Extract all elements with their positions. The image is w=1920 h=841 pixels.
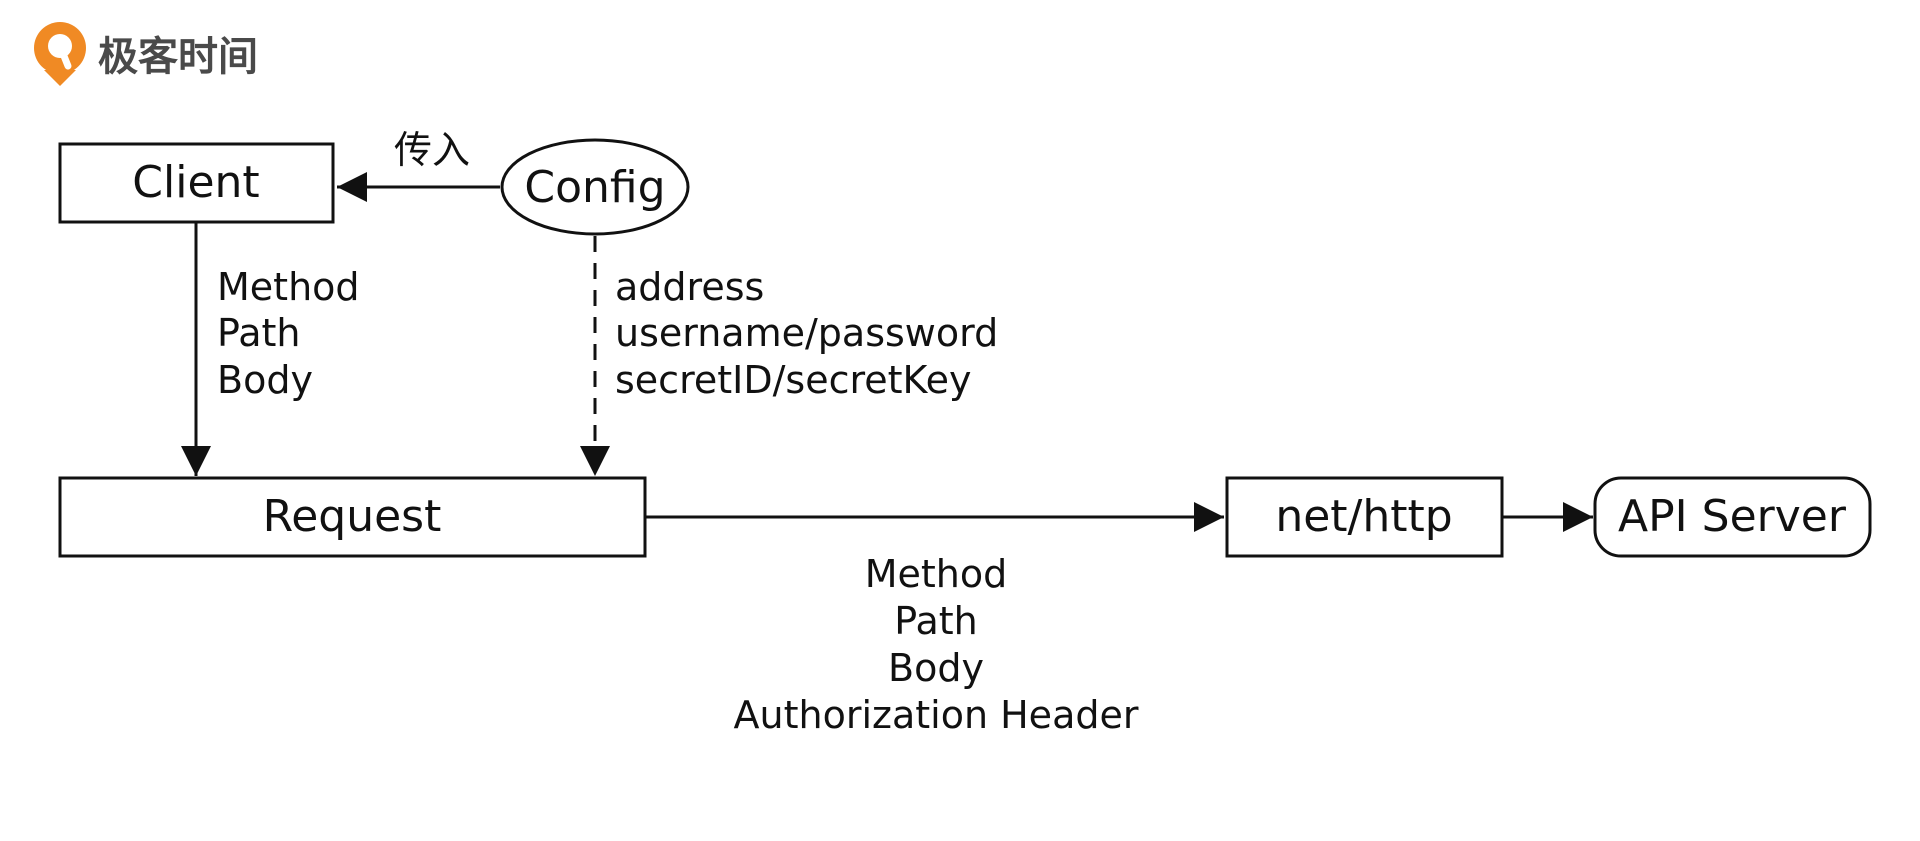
config-label: Config: [524, 162, 665, 213]
edge-label-address: address: [615, 265, 764, 309]
edge-label-body-2: Body: [888, 646, 984, 690]
client-node: Client: [58, 142, 335, 224]
edge-label-secretid-secretkey: secretID/secretKey: [615, 358, 971, 402]
edge-label-method: Method: [217, 265, 360, 309]
edge-label-username-password: username/password: [615, 311, 998, 355]
edge-label-body: Body: [217, 358, 313, 402]
edge-label-authorization-header: Authorization Header: [734, 693, 1139, 737]
request-label: Request: [263, 491, 442, 542]
brand-logo-icon: [34, 22, 86, 86]
edge-request-to-nethttp: Method Path Body Authorization Header: [645, 502, 1224, 737]
edge-label-path-2: Path: [894, 599, 977, 643]
api-server-node: API Server: [1593, 476, 1872, 558]
edge-config-to-client: 传入: [337, 128, 500, 202]
edge-client-to-request: Method Path Body: [181, 222, 360, 476]
nethttp-node: net/http: [1225, 476, 1504, 558]
config-node: Config: [500, 138, 690, 236]
api-server-label: API Server: [1618, 491, 1847, 542]
edge-label-pass-in: 传入: [394, 128, 470, 172]
edge-label-method-2: Method: [865, 552, 1008, 596]
brand-logo-text: 极客时间: [98, 34, 258, 80]
edge-config-to-request: address username/password secretID/secre…: [580, 236, 998, 476]
client-label: Client: [132, 157, 259, 208]
request-node: Request: [58, 476, 647, 558]
nethttp-label: net/http: [1275, 491, 1452, 542]
brand-logo: 极客时间: [34, 22, 258, 86]
edge-label-path: Path: [217, 311, 300, 355]
